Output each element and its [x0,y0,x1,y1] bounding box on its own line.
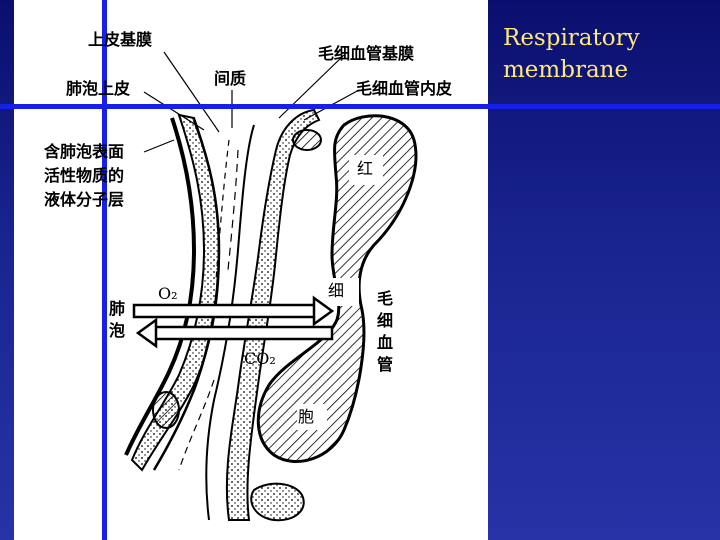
leader-line [144,140,174,152]
interstitium-fiber [228,150,238,270]
label-rbc-3: 胞 [298,408,314,426]
label-alveolus-char-1: 肺 [108,298,126,320]
label-surfactant-line-3: 液体分子层 [44,191,124,209]
slide-title: Respiratory membrane [503,22,713,86]
label-capillary-endothelium: 毛细血管内皮 [356,80,452,98]
label-rbc-1: 红 [357,160,373,178]
title-line-2: membrane [503,54,713,86]
label-capillary-char-1: 毛 [376,288,394,310]
label-capillary: 毛 细 血 管 [376,288,394,376]
label-alveolus-char-2: 泡 [108,320,126,342]
label-epithelial-basement-membrane: 上皮基膜 [88,31,152,49]
title-line-1: Respiratory [503,22,713,54]
co2-arrow [138,320,332,346]
label-capillary-char-2: 细 [376,310,394,332]
endothelial-nucleus [293,130,321,150]
horizontal-guide-line [0,104,720,109]
cell-fragment [251,484,304,521]
label-o2: O₂ [158,285,178,303]
label-surfactant-line-2: 活性物质的 [44,167,124,185]
label-capillary-char-3: 血 [376,332,394,354]
label-rbc-2: 细 [328,282,344,300]
label-interstitium: 间质 [214,70,246,88]
label-co2: CO₂ [244,350,276,368]
label-surfactant-line-1: 含肺泡表面 [44,143,124,161]
label-capillary-char-4: 管 [376,354,394,376]
label-alveolar-epithelium: 肺泡上皮 [66,80,130,98]
label-alveolus: 肺 泡 [108,298,126,342]
label-capillary-basement-membrane: 毛细血管基膜 [318,45,414,63]
